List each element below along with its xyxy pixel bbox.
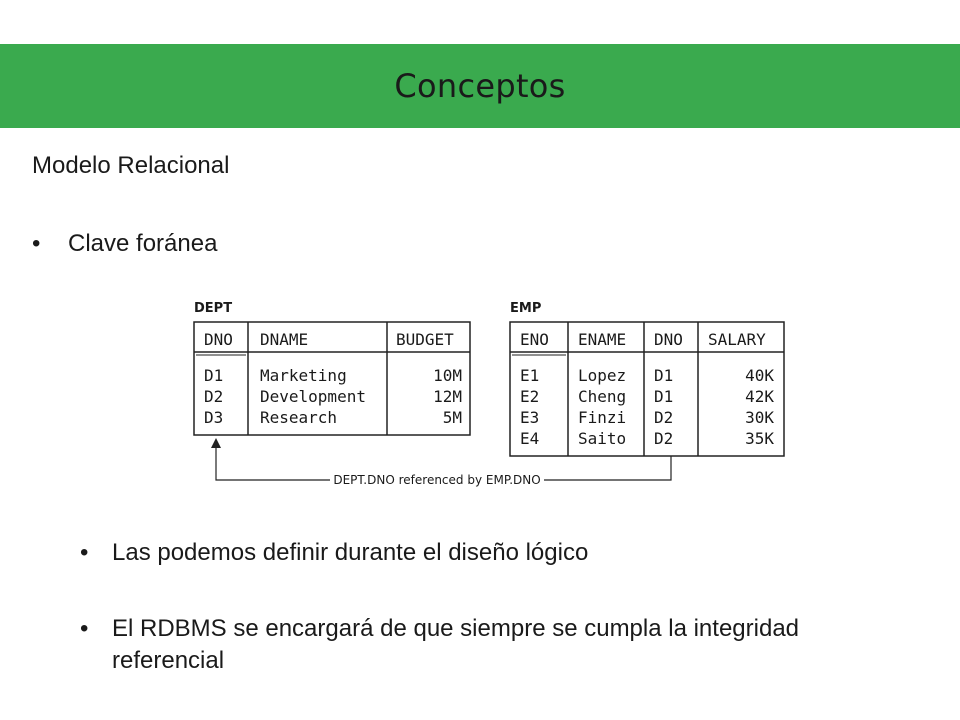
emp-row-2-eno: E2	[520, 387, 539, 406]
emp-row-4-ename: Saito	[578, 429, 626, 448]
emp-row-2-dno: D1	[654, 387, 673, 406]
dept-row-2-dname: Development	[260, 387, 366, 406]
title-bar: Conceptos	[0, 44, 960, 128]
emp-table-name: EMP	[510, 301, 541, 316]
bullet-dot: •	[80, 615, 89, 642]
bullet-clave-foranea: • Clave foránea	[32, 228, 217, 260]
slide-title: Conceptos	[394, 67, 566, 105]
dept-header-dname: DNAME	[260, 330, 308, 349]
bullet-text: El RDBMS se encargará de que siempre se …	[112, 615, 800, 674]
bullet-definir-diseno-logico: • Las podemos definir durante el diseño …	[80, 537, 900, 569]
reference-line-left	[215, 446, 330, 481]
dept-row-3-dname: Research	[260, 408, 337, 427]
dept-row-2-dno: D2	[204, 387, 223, 406]
emp-row-1-dno: D1	[654, 366, 673, 385]
reference-line-right	[544, 456, 672, 481]
emp-row-3-dno: D2	[654, 408, 673, 427]
emp-row-1-ename: Lopez	[578, 366, 626, 385]
slide-subtitle: Modelo Relacional	[32, 152, 230, 179]
bullet-rdbms-integridad: • El RDBMS se encargará de que siempre s…	[80, 613, 900, 677]
dept-table-name: DEPT	[194, 301, 232, 316]
bullet-dot: •	[80, 539, 89, 566]
reference-label-left: DEPT.DNO	[333, 473, 394, 487]
emp-row-4-dno: D2	[654, 429, 673, 448]
reference-arrowhead	[211, 438, 221, 448]
foreign-key-diagram: DEPT DNO DNAME BUDGET D1 Marketing 10M D…	[180, 290, 800, 490]
reference-label-middle: referenced by	[399, 473, 482, 487]
dept-header-budget: BUDGET	[396, 330, 454, 349]
emp-table-frame	[509, 321, 785, 457]
emp-header-dno: DNO	[654, 330, 683, 349]
emp-header-ename: ENAME	[578, 330, 626, 349]
bullet-text: Las podemos definir durante el diseño ló…	[112, 539, 589, 566]
dept-row-1-budget: 10M	[433, 366, 462, 385]
dept-row-3-dno: D3	[204, 408, 223, 427]
emp-row-3-ename: Finzi	[578, 408, 626, 427]
dept-row-2-budget: 12M	[433, 387, 462, 406]
emp-row-4-eno: E4	[520, 429, 539, 448]
dept-table-frame	[193, 321, 471, 436]
emp-row-2-salary: 42K	[745, 387, 774, 406]
diagram-svg: DEPT DNO DNAME BUDGET D1 Marketing 10M D…	[193, 301, 785, 487]
dept-row-1-dno: D1	[204, 366, 223, 385]
dept-row-1-dname: Marketing	[260, 366, 347, 385]
dept-row-3-budget: 5M	[443, 408, 462, 427]
emp-row-1-eno: E1	[520, 366, 539, 385]
emp-row-3-salary: 30K	[745, 408, 774, 427]
bullet-text: Clave foránea	[68, 230, 218, 257]
emp-row-2-ename: Cheng	[578, 387, 626, 406]
bullet-dot: •	[32, 230, 41, 257]
emp-row-1-salary: 40K	[745, 366, 774, 385]
emp-row-4-salary: 35K	[745, 429, 774, 448]
reference-label-right: EMP.DNO	[486, 473, 541, 487]
emp-header-eno: ENO	[520, 330, 549, 349]
dept-header-dno: DNO	[204, 330, 233, 349]
reference-label: DEPT.DNO referenced by EMP.DNO	[333, 473, 540, 487]
emp-header-salary: SALARY	[708, 330, 766, 349]
emp-row-3-eno: E3	[520, 408, 539, 427]
